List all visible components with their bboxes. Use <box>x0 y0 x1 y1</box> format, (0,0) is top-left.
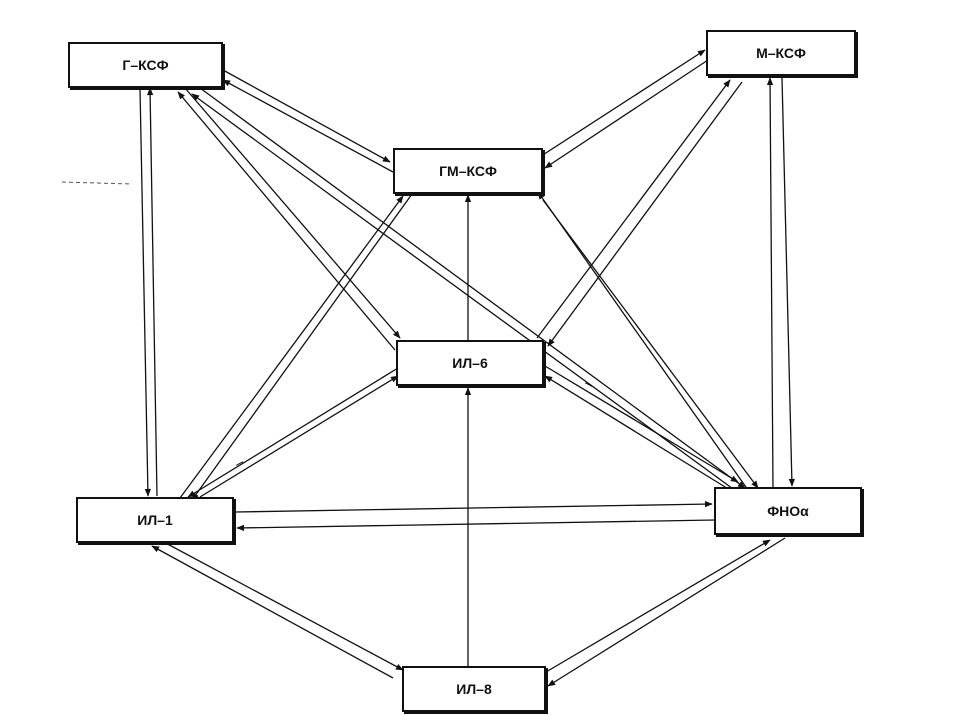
scan-mark <box>61 181 133 185</box>
edge-il6-to-gcsf <box>177 91 396 351</box>
il6-tnf-mark: – <box>582 374 597 392</box>
edge-gcsf-to-tnf <box>199 87 746 489</box>
edge-mcsf-to-il6 <box>547 81 743 347</box>
edge-il6-to-tnf <box>544 365 739 483</box>
node-gm-csf: ГМ–КСФ <box>393 148 543 194</box>
edge-mcsf-to-gmcsf <box>544 59 709 169</box>
edge-tnf-to-mcsf <box>766 77 774 489</box>
edge-tnf-to-gmcsf <box>537 191 749 491</box>
edge-gmcsf-to-tnf <box>542 199 759 489</box>
edge-gmcsf-to-mcsf <box>534 49 706 161</box>
node-il6: ИЛ–6 <box>396 340 544 386</box>
node-il1: ИЛ–1 <box>76 497 234 543</box>
edge-il1-to-il8 <box>159 539 404 671</box>
edge-gmcsf-to-gcsf <box>222 79 394 173</box>
edge-tnf-to-il6 <box>544 375 731 491</box>
edge-tnf-to-il8 <box>547 537 786 687</box>
edge-gcsf-to-il1 <box>139 87 151 497</box>
edge-tnf-to-il1 <box>236 519 716 532</box>
edge-il1-to-il6 <box>199 375 399 498</box>
node-tnf-alpha: ФНОα <box>714 487 862 535</box>
edge-il8-to-tnf <box>545 539 771 673</box>
node-il8: ИЛ–8 <box>402 666 546 712</box>
edge-mcsf-to-tnf <box>781 77 795 487</box>
node-m-csf: М–КСФ <box>706 30 856 76</box>
edge-gmcsf-to-il1 <box>191 193 413 501</box>
edge-il1-to-gcsf <box>147 87 158 497</box>
edge-il6-to-mcsf <box>536 79 731 339</box>
edge-gcsf-to-il6 <box>184 87 401 339</box>
edge-gcsf-to-gmcsf <box>222 69 391 163</box>
edge-il1-to-gmcsf <box>179 195 404 499</box>
edge-il1-to-tnf <box>234 500 713 513</box>
node-g-csf: Г–КСФ <box>68 42 223 88</box>
edge-tnf-to-gcsf <box>191 93 741 495</box>
edge-il8-to-il1 <box>151 545 394 679</box>
edge-il6-to-il1 <box>187 367 399 498</box>
